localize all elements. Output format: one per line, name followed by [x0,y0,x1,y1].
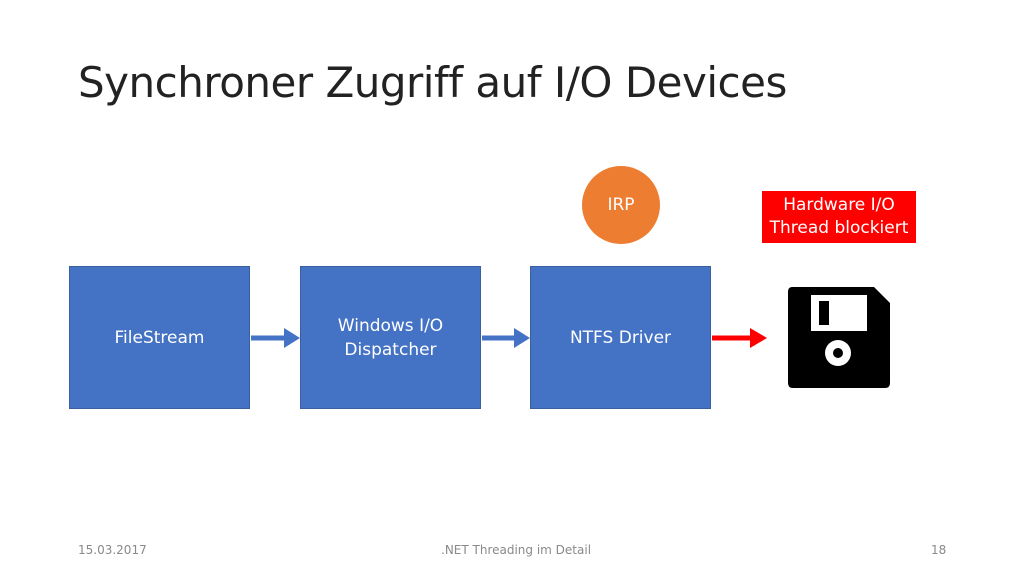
footer-date: 15.03.2017 [78,543,147,557]
arrow-dispatcher-to-ntfs [482,328,530,348]
ntfs-driver-label: NTFS Driver [569,327,672,348]
hardware-io-label: Hardware I/O Thread blockiert [762,191,916,243]
footer-page-number: 18 [931,543,947,557]
floppy-disk-icon [788,287,890,388]
arrow-filestream-to-dispatcher [251,328,300,348]
filestream-box: FileStream [69,266,250,409]
hardware-label-line2: Thread blockiert [769,218,909,238]
footer-title: .NET Threading im Detail [441,543,592,557]
filestream-label: FileStream [114,327,205,348]
irp-circle: IRP [582,166,660,244]
irp-label: IRP [607,195,635,215]
ntfs-driver-box: NTFS Driver [530,266,711,409]
arrow-ntfs-to-device [712,328,767,348]
dispatcher-label-line1: Windows I/O [337,315,444,336]
hardware-label-line1: Hardware I/O [783,195,895,215]
dispatcher-label-line2: Dispatcher [344,339,437,360]
windows-io-dispatcher-box: Windows I/O Dispatcher [300,266,481,409]
slide-title: Synchroner Zugriff auf I/O Devices [78,58,787,107]
